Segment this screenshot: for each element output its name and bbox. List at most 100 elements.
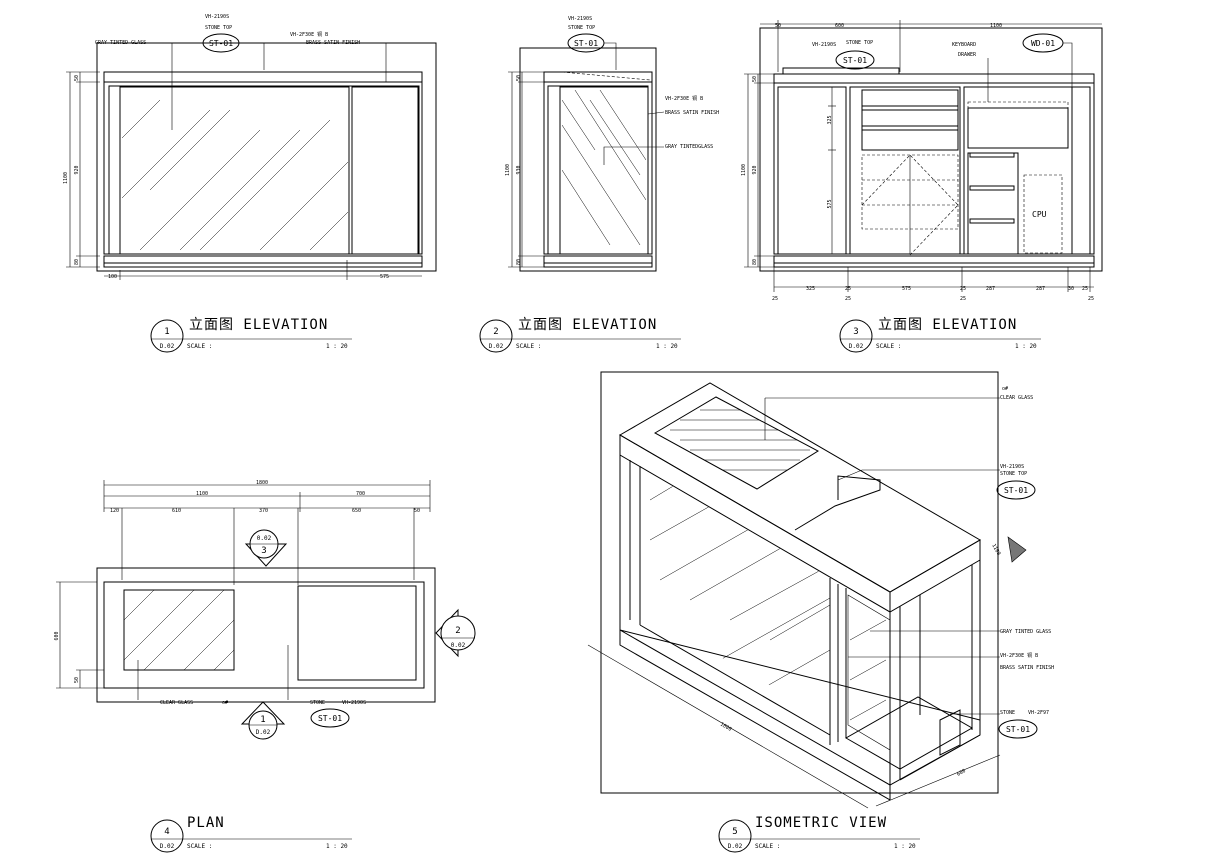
note-code: VH-2190S bbox=[342, 700, 366, 706]
note-drawer: DRAWER bbox=[958, 52, 977, 58]
iso-side-hatch bbox=[649, 472, 830, 691]
title-block-4: 4 D.02 PLAN SCALE : 1 : 20 bbox=[150, 815, 352, 853]
note-brass: BRASS SATIN FINISH bbox=[665, 110, 719, 116]
elevation-3-frame bbox=[759, 27, 1103, 272]
dim-s2: 610 bbox=[172, 508, 181, 514]
view-title: PLAN bbox=[187, 815, 225, 831]
stone-tag bbox=[202, 33, 240, 53]
marker-sheet: D.02 bbox=[256, 729, 271, 736]
dim-top2: 600 bbox=[835, 23, 844, 29]
note-code: VH-2190S bbox=[1000, 464, 1024, 470]
stone-tag-3 bbox=[835, 50, 875, 70]
dim-iso-length: 1800 bbox=[719, 722, 732, 733]
dim-inner2: 575 bbox=[827, 199, 833, 208]
cpu-label: CPU bbox=[1032, 210, 1047, 219]
note-brass-code: VH-2F30E 铜 B bbox=[290, 31, 328, 38]
dim-s4: 650 bbox=[352, 508, 361, 514]
view-number: 3 bbox=[853, 327, 858, 337]
dim-b7: 30 bbox=[1068, 286, 1074, 292]
view-number: 1 bbox=[164, 327, 169, 337]
iso-glass-hatch bbox=[670, 409, 810, 471]
dim-s5: 50 bbox=[414, 508, 420, 514]
section-marker-1: 1 D.02 bbox=[240, 701, 286, 740]
dim-plan-edge: 50 bbox=[74, 677, 80, 683]
marker-sheet: 0.02 bbox=[257, 535, 272, 542]
dim-top1: 50 bbox=[775, 23, 781, 29]
dim-top: 50 bbox=[516, 75, 522, 81]
scale-value: 1 : 20 bbox=[656, 343, 678, 350]
scale-label: SCALE : bbox=[187, 843, 212, 850]
note-gray-glass: GRAY TINTEDGLASS bbox=[665, 144, 713, 150]
glass-hatch bbox=[122, 99, 348, 251]
isometric-frame bbox=[600, 371, 999, 794]
dim-bot: 80 bbox=[74, 259, 80, 265]
view-sheet: D.02 bbox=[160, 343, 175, 350]
note-stone-top: STONE TOP bbox=[568, 25, 595, 31]
marker-number: 3 bbox=[261, 546, 266, 556]
note-clear-glass-code: o# bbox=[222, 700, 228, 706]
dim-b8: 25 bbox=[1082, 286, 1088, 292]
scale-value: 1 : 20 bbox=[326, 343, 348, 350]
view-number: 4 bbox=[164, 827, 169, 837]
marker-number: 1 bbox=[260, 715, 265, 725]
title-block-1: 1 D.02 立面图 ELEVATION SCALE : 1 : 20 bbox=[150, 317, 352, 353]
stone-tag-iso bbox=[996, 480, 1036, 500]
dim-b4: 25 bbox=[960, 286, 966, 292]
dim-inner1: 325 bbox=[827, 115, 833, 124]
dim-bot: 80 bbox=[752, 259, 758, 265]
note-stone-code: VH-2F97 bbox=[1028, 710, 1049, 716]
stone-tag-label: ST-01 bbox=[574, 39, 598, 48]
scale-label: SCALE : bbox=[187, 343, 212, 350]
marker-number: 2 bbox=[455, 626, 460, 636]
dim-t2: 25 bbox=[845, 296, 851, 302]
stone-tag-iso-2 bbox=[998, 719, 1038, 739]
view-arrow bbox=[1007, 536, 1027, 563]
dim-mid: 920 bbox=[752, 165, 758, 174]
dim-mid: 920 bbox=[74, 165, 80, 174]
dim-t4: 25 bbox=[1088, 296, 1094, 302]
note-gray-glass: GRAY TINTED GLASS bbox=[95, 40, 146, 46]
wood-tag-label: WD-01 bbox=[1031, 39, 1055, 48]
note-clear-glass-code: o# bbox=[1002, 386, 1008, 392]
dim-b2: 25 bbox=[845, 286, 851, 292]
dim-plan-right: 700 bbox=[356, 491, 365, 497]
elevation-1-frame bbox=[96, 42, 437, 272]
scale-value: 1 : 20 bbox=[894, 843, 916, 850]
dim-b6: 287 bbox=[1036, 286, 1045, 292]
note-keyboard: KEYBOARD bbox=[952, 42, 976, 48]
note-stone: STONE bbox=[1000, 710, 1015, 716]
elevation-2-frame bbox=[519, 47, 657, 272]
stone-tag-plan bbox=[310, 708, 350, 728]
dim-iso-height: 1100 bbox=[990, 543, 1001, 556]
view-sheet: D.02 bbox=[728, 843, 743, 850]
dim-mid: 930 bbox=[516, 165, 522, 174]
dim-b3: 575 bbox=[902, 286, 911, 292]
section-marker-3: 0.02 3 bbox=[244, 529, 288, 567]
note-brass: BRASS SATIN FINISH bbox=[306, 40, 360, 46]
dim-b5: 287 bbox=[986, 286, 995, 292]
view-title: ISOMETRIC VIEW bbox=[755, 815, 887, 831]
dim-right: 575 bbox=[380, 274, 389, 280]
dim-s1: 120 bbox=[110, 508, 119, 514]
scale-label: SCALE : bbox=[516, 343, 541, 350]
plan-view: 1800 1100 700 120 610 370 650 50 600 50 … bbox=[54, 480, 476, 740]
note-brass-code: VH-2F30E 铜 B bbox=[665, 95, 703, 102]
stone-tag-label: ST-01 bbox=[1004, 486, 1028, 495]
dim-total: 1800 bbox=[256, 480, 268, 486]
note-code: VH-2190S bbox=[812, 42, 836, 48]
dim-top: 50 bbox=[752, 76, 758, 82]
view-title: 立面图 ELEVATION bbox=[518, 317, 657, 333]
note-brass-code: VH-2F30E 铜 B bbox=[1000, 652, 1038, 659]
view-title: 立面图 ELEVATION bbox=[189, 317, 328, 333]
isometric-view: 1800 600 1100 o# CLEAR GLASS VH-2190S ST… bbox=[587, 371, 1054, 809]
title-block-5: 5 D.02 ISOMETRIC VIEW SCALE : 1 : 20 bbox=[718, 815, 920, 853]
stone-tag-label: ST-01 bbox=[843, 56, 867, 65]
elevation-2: ST-01 VH-2190S STONE TOP VH-2F30E 铜 B BR… bbox=[505, 16, 719, 272]
plan-outline bbox=[96, 567, 436, 703]
note-code: VH-2190S bbox=[568, 16, 592, 22]
note-clear-glass: CLEAR GLASS bbox=[1000, 395, 1033, 401]
stone-tag-label: ST-01 bbox=[318, 714, 342, 723]
dim-top3: 1100 bbox=[990, 23, 1002, 29]
scale-label: SCALE : bbox=[876, 343, 901, 350]
view-sheet: D.02 bbox=[849, 343, 864, 350]
